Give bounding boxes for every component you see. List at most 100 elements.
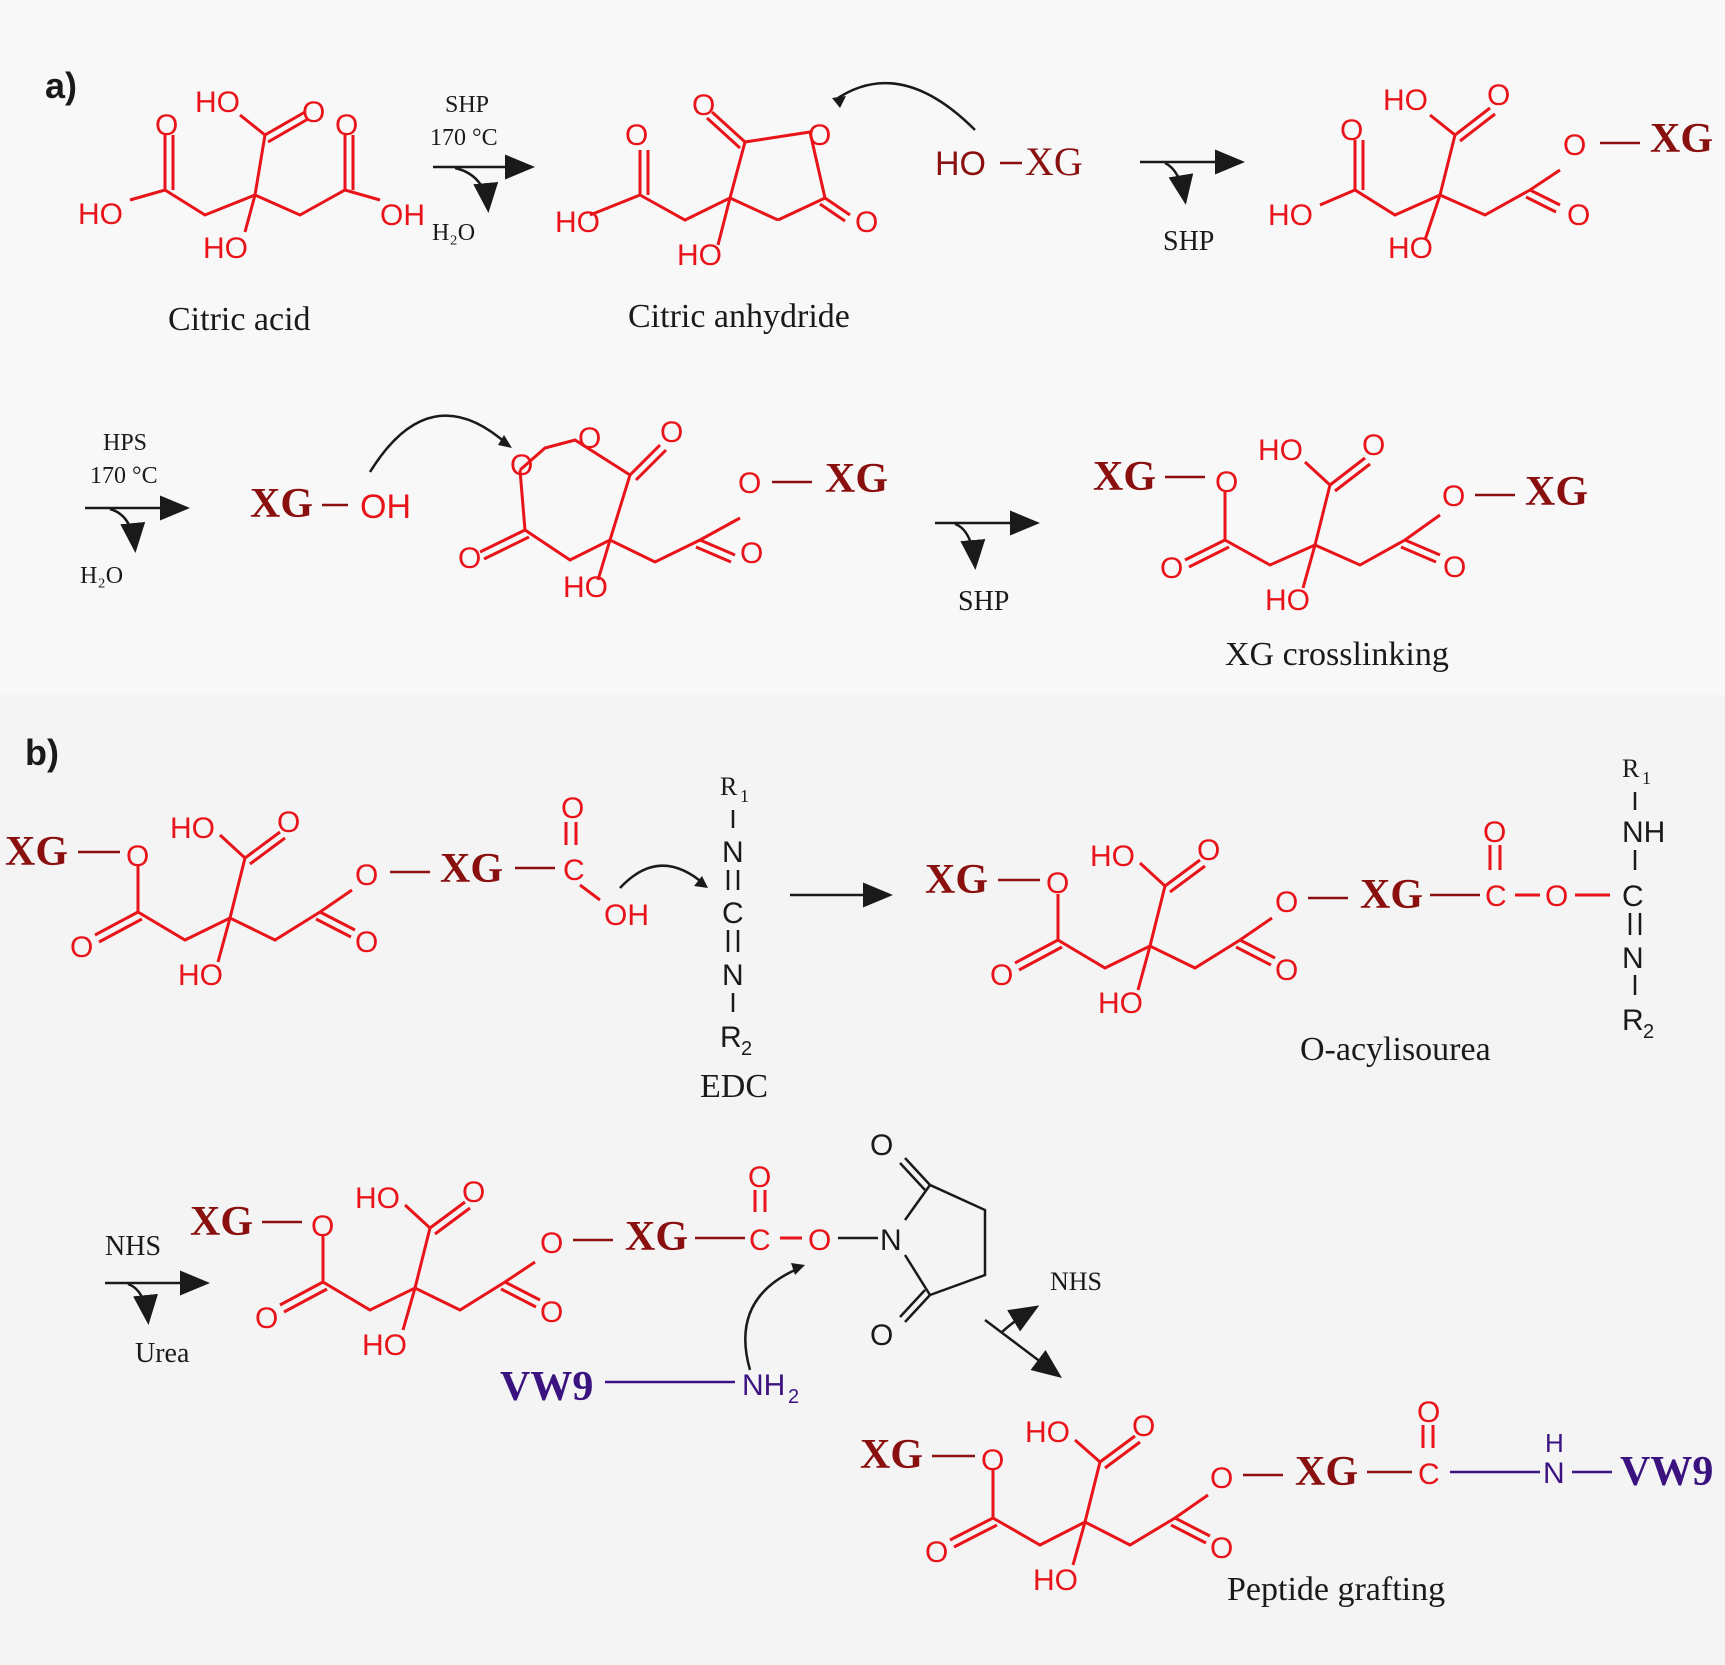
citric-anhydride-structure: HO O O O O HO — [555, 81, 976, 272]
xg-label: XG — [625, 1214, 688, 1260]
subscript-2: 2 — [788, 1386, 799, 1408]
atom-ho: HO — [170, 812, 215, 845]
condition-urea: Urea — [135, 1338, 190, 1369]
atom-o: O — [870, 1129, 893, 1162]
condition-temp: 170 °C — [430, 125, 498, 151]
atom-o: O — [462, 1176, 485, 1209]
atom-ho: HO — [563, 571, 608, 604]
atom-o: O — [355, 859, 378, 892]
atom-oh: OH — [380, 199, 425, 232]
atom-o: O — [1487, 79, 1510, 112]
vw9-label: VW9 — [500, 1364, 593, 1410]
atom-o: O — [1567, 199, 1590, 232]
subscript-2: 2 — [741, 1038, 752, 1060]
citric-acid-structure: HO O HO O O OH HO — [78, 86, 425, 265]
atom-o: O — [1210, 1532, 1233, 1565]
atom-o: O — [1442, 480, 1465, 513]
atom-n: N — [1622, 942, 1644, 975]
xg-label: XG — [1650, 116, 1713, 162]
atom-ho: HO — [1258, 434, 1303, 467]
atom-o: O — [335, 109, 358, 142]
atom-c: C — [1485, 880, 1507, 913]
atom-o: O — [1197, 834, 1220, 867]
xg-label: XG — [925, 857, 988, 903]
atom-o: O — [990, 959, 1013, 992]
reaction-arrow-2: SHP — [1140, 149, 1245, 257]
xg-label: XG — [825, 456, 888, 502]
atom-o: O — [155, 109, 178, 142]
subscript-2: 2 — [1643, 1021, 1654, 1043]
atom-ho: HO — [1098, 987, 1143, 1020]
atom-n: N — [722, 836, 744, 869]
subscript-1: 1 — [1642, 768, 1651, 788]
atom-o: O — [1443, 551, 1466, 584]
atom-o: O — [510, 449, 533, 482]
panel-b — [0, 695, 1725, 1665]
atom-o: O — [981, 1444, 1004, 1477]
atom-c: C — [749, 1224, 771, 1257]
reaction-arrow-7: NHS — [984, 1267, 1102, 1379]
atom-o: O — [808, 119, 831, 152]
xg-label: XG — [440, 846, 503, 892]
citric-xg-monoester: HO O HO O O O HO XG — [1268, 79, 1713, 265]
atom-o: O — [1215, 466, 1238, 499]
atom-n: N — [880, 1224, 902, 1257]
atom-ho: HO — [1033, 1564, 1078, 1597]
condition-shp: SHP — [1163, 226, 1214, 257]
reaction-arrow-4: SHP — [935, 510, 1040, 617]
atom-o: O — [70, 931, 93, 964]
vw9-peptide-reagent: VW9 NH 2 — [500, 1364, 799, 1410]
atom-o: O — [355, 926, 378, 959]
atom-o: O — [748, 1161, 771, 1194]
condition-water: H₂O — [80, 563, 123, 589]
peptide-grafting-label: Peptide grafting — [1227, 1571, 1445, 1608]
atom-c: C — [1418, 1458, 1440, 1491]
citric-anhydride-ester: O O O O O O HO XG — [458, 416, 888, 604]
atom-c: C — [1622, 880, 1644, 913]
atom-o: O — [660, 416, 683, 449]
ho-xg-reagent: HO XG — [935, 139, 1083, 184]
atom-r: R — [720, 1021, 742, 1054]
xg-label: XG — [1525, 469, 1588, 515]
atom-c: C — [722, 897, 744, 930]
xg-label: XG — [5, 829, 68, 875]
xg-crosslinking-label: XG crosslinking — [1225, 636, 1449, 673]
atom-o: O — [692, 89, 715, 122]
atom-ho: HO — [1025, 1416, 1070, 1449]
atom-ho: HO — [1090, 840, 1135, 873]
atom-o: O — [1160, 552, 1183, 585]
edc-label: EDC — [700, 1068, 768, 1105]
atom-o: O — [1563, 129, 1586, 162]
panel-a — [0, 0, 1725, 695]
atom-o: O — [1046, 867, 1069, 900]
reaction-arrow-3: HPS 170 °C H₂O — [80, 430, 190, 589]
citric-anhydride-label: Citric anhydride — [628, 298, 850, 335]
xg-label: XG — [1360, 872, 1423, 918]
atom-o: O — [458, 542, 481, 575]
atom-oh: OH — [604, 899, 649, 932]
atom-o: O — [578, 422, 601, 455]
atom-o: O — [870, 1319, 893, 1352]
atom-h: H — [1545, 1428, 1564, 1458]
citric-acid-label: Citric acid — [168, 301, 311, 338]
atom-o: O — [1483, 816, 1506, 849]
atom-o: O — [255, 1302, 278, 1335]
vw9-label: VW9 — [1620, 1449, 1713, 1495]
atom-o: O — [1362, 429, 1385, 462]
atom-o: O — [1210, 1462, 1233, 1495]
atom-o: O — [540, 1296, 563, 1329]
condition-hps: HPS — [103, 430, 147, 456]
subscript-1: 1 — [740, 786, 749, 806]
xg-label: XG — [250, 481, 313, 527]
atom-nh2: NH — [742, 1369, 785, 1402]
atom-o: O — [625, 119, 648, 152]
atom-o: O — [808, 1224, 831, 1257]
edc-reagent: R 1 N C N R 2 — [720, 772, 752, 1060]
atom-o: O — [1545, 880, 1568, 913]
atom-o: O — [1275, 886, 1298, 919]
peptide-grafted-product: XG O HO O O O O HO XG C O H N VW9 — [860, 1396, 1713, 1597]
nhs-ester-structure: XG O HO O O O O HO XG C O O N O O — [190, 1129, 987, 1371]
atom-r: R — [720, 772, 738, 801]
reaction-arrow-6: NHS Urea — [105, 1231, 210, 1369]
atom-o: O — [925, 1536, 948, 1569]
